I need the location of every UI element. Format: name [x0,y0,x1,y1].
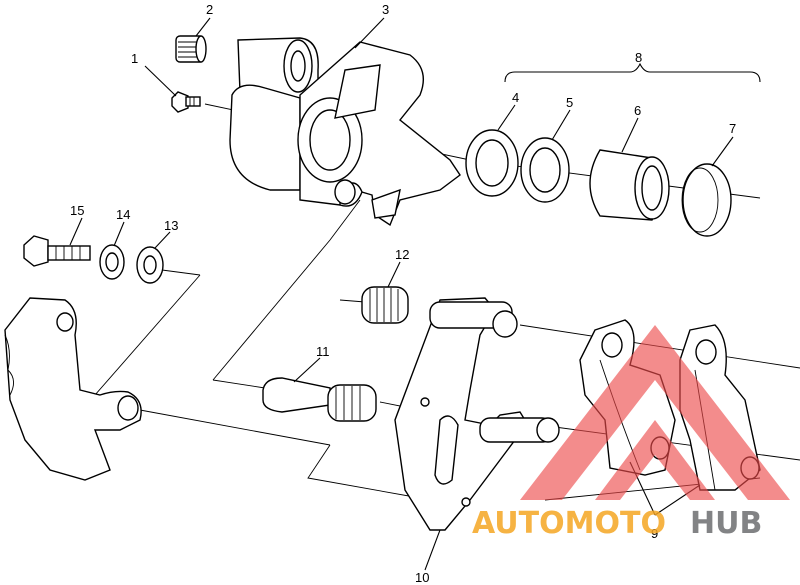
callout-13: 13 [164,218,178,233]
piston-cap [681,163,732,237]
callout-labels: 1 2 3 4 5 6 7 8 9 10 11 12 13 14 15 [70,2,736,585]
piston [589,149,670,221]
callout-3: 3 [382,2,389,17]
threaded-plug [175,35,207,63]
bleeder-screw [171,91,201,113]
callout-10: 10 [415,570,429,585]
slide-pin [262,377,377,422]
callout-1: 1 [131,51,138,66]
watermark-logo [520,325,790,500]
fork-leg [4,297,142,481]
callout-7: 7 [729,121,736,136]
callout-9: 9 [651,526,658,541]
watermark-text-b: HUB [690,506,762,541]
callout-11: 11 [316,344,330,359]
slide-bushing [361,286,409,324]
seal-ring-4 [465,129,519,197]
caliper-body [229,37,461,227]
watermark: AUTOMOTO HUB [472,325,790,541]
callout-8: 8 [635,50,642,65]
callout-5: 5 [566,95,573,110]
caliper-bracket [394,297,560,531]
seal-ring-5 [520,137,570,203]
watermark-text-a: AUTOMOTO [472,506,666,541]
flat-washer [136,246,164,284]
mounting-bolt [23,235,91,267]
callout-14: 14 [116,207,130,222]
callout-6: 6 [634,103,641,118]
callout-4: 4 [512,90,519,105]
callout-2: 2 [206,2,213,17]
group-bracket-8 [504,62,761,83]
callout-15: 15 [70,203,84,218]
callout-12: 12 [395,247,409,262]
lock-washer [99,244,125,280]
